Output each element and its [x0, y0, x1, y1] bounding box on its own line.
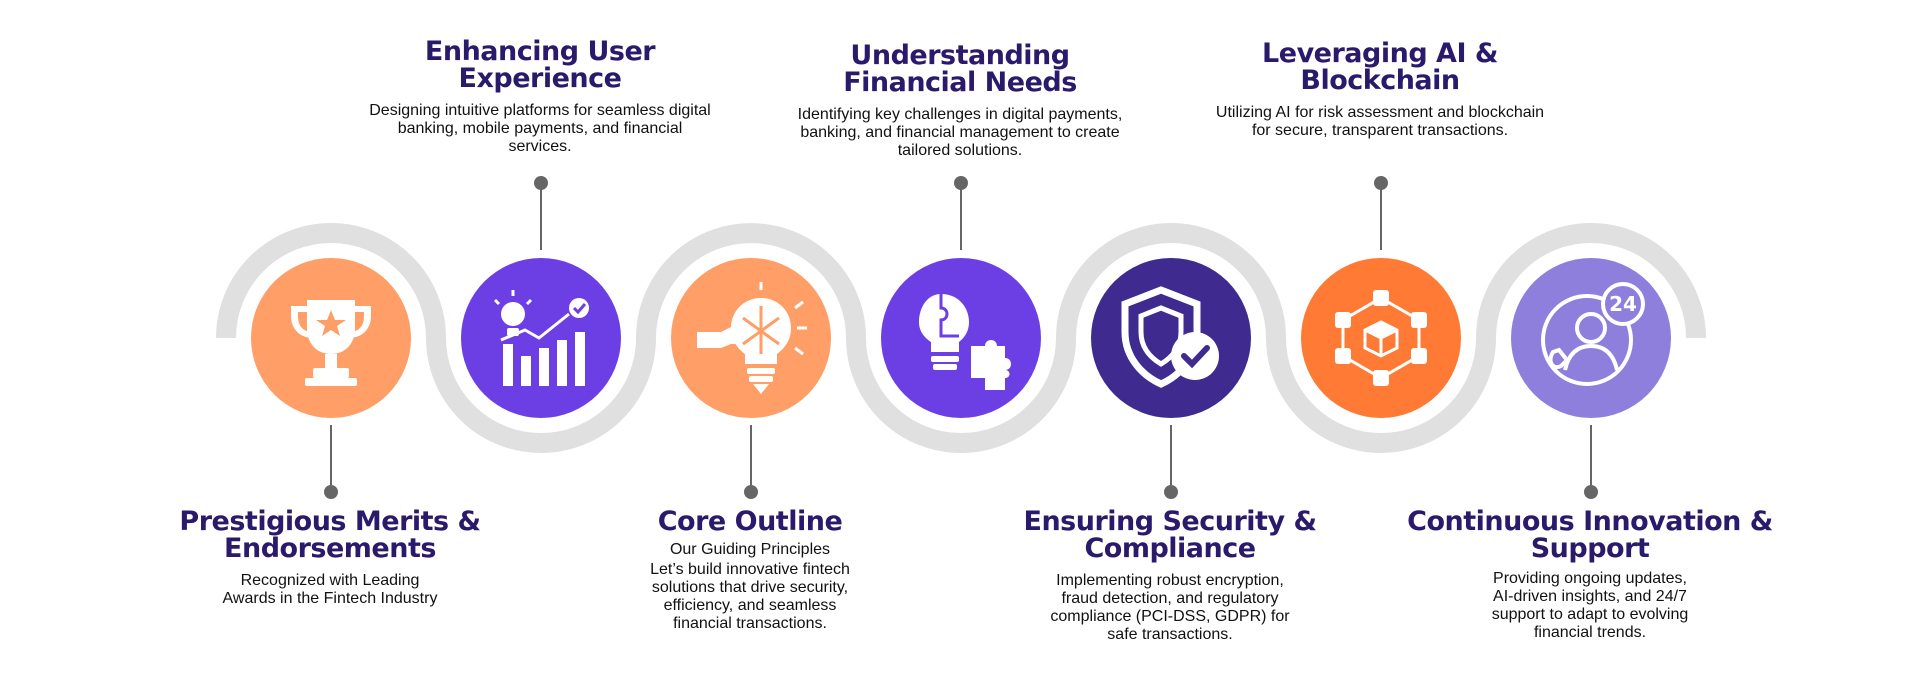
growth-chart-icon — [493, 290, 589, 386]
step-6-connector — [1380, 186, 1382, 250]
step-1-title: Prestigious Merits &Endorsements — [179, 506, 481, 564]
step-1-circle — [251, 258, 411, 418]
step-3-dot — [744, 485, 758, 499]
step-5-description: Implementing robust encryption,fraud det… — [1050, 572, 1290, 643]
support-24-7-icon: 24 — [1541, 282, 1645, 386]
step-3-circle — [671, 258, 831, 418]
step-3-title: Core Outline — [657, 506, 843, 537]
step-2-circle — [461, 258, 621, 418]
step-7-text: Continuous Innovation &Support Providing… — [1390, 508, 1790, 642]
step-2-description: Designing intuitive platforms for seamle… — [369, 102, 711, 155]
support-badge-text: 24 — [1609, 292, 1637, 316]
blockchain-network-icon — [1335, 290, 1427, 386]
step-6-title: Leveraging AI &Blockchain — [1262, 38, 1498, 96]
step-5-circle — [1091, 258, 1251, 418]
step-3-subtitle: Our Guiding Principles — [669, 541, 831, 558]
step-5-title: Ensuring Security &Compliance — [1023, 506, 1317, 564]
step-5-dot — [1164, 485, 1178, 499]
step-3-text: Core Outline Our Guiding Principles Let’… — [590, 508, 910, 633]
puzzle-idea-icon — [919, 294, 1011, 390]
step-5-text: Ensuring Security &Compliance Implementi… — [1000, 508, 1340, 644]
step-6-description: Utilizing AI for risk assessment and blo… — [1215, 104, 1545, 139]
step-7-description: Providing ongoing updates,AI-driven insi… — [1491, 570, 1689, 641]
step-6-dot — [1374, 176, 1388, 190]
step-7-circle: 24 — [1511, 258, 1671, 418]
step-1-dot — [324, 485, 338, 499]
innovation-bulb-icon — [697, 282, 807, 394]
step-4-circle — [881, 258, 1041, 418]
step-6-text: Leveraging AI &Blockchain Utilizing AI f… — [1190, 40, 1570, 140]
step-4-description: Identifying key challenges in digital pa… — [797, 106, 1123, 159]
shield-check-icon — [1121, 286, 1219, 388]
step-2-connector — [540, 186, 542, 250]
trophy-icon — [291, 300, 371, 386]
step-6-circle — [1301, 258, 1461, 418]
step-7-dot — [1584, 485, 1598, 499]
step-7-title: Continuous Innovation &Support — [1407, 506, 1773, 564]
step-1-connector — [330, 425, 332, 489]
step-7-connector — [1590, 425, 1592, 489]
step-4-connector — [960, 186, 962, 250]
step-3-connector — [750, 425, 752, 489]
step-5-connector — [1170, 425, 1172, 489]
step-1-text: Prestigious Merits &Endorsements Recogni… — [150, 508, 510, 608]
step-4-dot — [954, 176, 968, 190]
step-2-dot — [534, 176, 548, 190]
